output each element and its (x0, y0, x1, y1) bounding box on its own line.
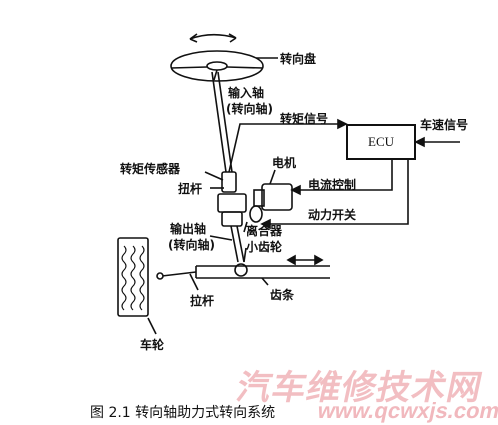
current-control-arrow (290, 184, 301, 196)
torque-signal-arrow (337, 118, 348, 130)
ecu-box: ECU (346, 124, 416, 160)
wheel-tread (121, 245, 145, 311)
steering-wheel-label: 转向盘 (280, 52, 317, 66)
motor-label-leader (269, 169, 276, 185)
torque-sensor-label: 转矩传感器 (120, 162, 181, 176)
output-shaft-line-a (230, 225, 239, 263)
rotation-arrow-head-right (228, 33, 237, 43)
clutch-label: 离合器 (246, 224, 283, 238)
tie-rod-line (161, 271, 197, 277)
torque-signal-line (228, 123, 346, 173)
torque-sensor-shape (221, 171, 237, 193)
steering-hub-shape (206, 61, 228, 71)
pinion-label: 小齿轮 (246, 240, 283, 254)
power-switch-line (262, 160, 409, 225)
input-shaft-sub-label: (转向轴) (226, 102, 273, 116)
power-switch-arrow (260, 218, 271, 230)
vehicle-speed-arrow (414, 136, 425, 148)
wheel-label: 车轮 (140, 338, 165, 352)
motor-end-shape (253, 189, 265, 207)
lower-housing-shape (221, 211, 243, 227)
clutch-shape (249, 205, 263, 223)
torque-sensor-leader (204, 171, 224, 181)
wheel-leader (147, 317, 157, 335)
ecu-label: ECU (368, 134, 394, 149)
steering-wheel-shape (170, 50, 264, 82)
rotation-arrow-head-left (189, 33, 198, 43)
torque-signal-label: 转矩信号 (280, 112, 329, 126)
output-shaft-line-b (236, 225, 245, 263)
rack-motion-arrow-right (314, 254, 324, 266)
output-shaft-label: 输出轴 (170, 222, 207, 236)
wheel-shape (117, 237, 149, 317)
input-shaft-line-b (217, 71, 233, 173)
watermark-url: www.qcwxjs.com (315, 398, 498, 423)
output-shaft-sub-label: (转向轴) (168, 238, 215, 252)
rotation-arrow-shape (189, 33, 237, 40)
input-shaft-line-a (211, 71, 227, 173)
current-control-line (292, 160, 393, 191)
tie-rod-joint (156, 272, 164, 280)
rack-leader (261, 277, 269, 286)
motor-shape (261, 183, 293, 211)
vehicle-speed-signal-label: 车速信号 (420, 118, 469, 132)
tie-rod-label: 拉杆 (190, 294, 215, 308)
output-shaft-leader (209, 235, 233, 241)
clutch-leader (243, 221, 248, 233)
reduction-gear-shape (217, 193, 247, 213)
tie-rod-leader (189, 273, 199, 291)
motor-label: 电机 (272, 156, 297, 170)
pinion-leader (243, 247, 247, 263)
rack-motion-arrow-left (286, 254, 296, 266)
power-switch-label: 动力开关 (308, 208, 357, 222)
steering-spokes-shape (170, 66, 264, 81)
figure-caption: 图 2.1 转向轴助力式转向系统 (90, 405, 276, 421)
rack-label: 齿条 (270, 288, 295, 302)
current-control-label: 电流控制 (308, 178, 357, 192)
pinion-shape (234, 263, 248, 277)
input-shaft-label: 输入轴 (228, 86, 265, 100)
torsion-bar-label: 扭杆 (178, 182, 203, 196)
